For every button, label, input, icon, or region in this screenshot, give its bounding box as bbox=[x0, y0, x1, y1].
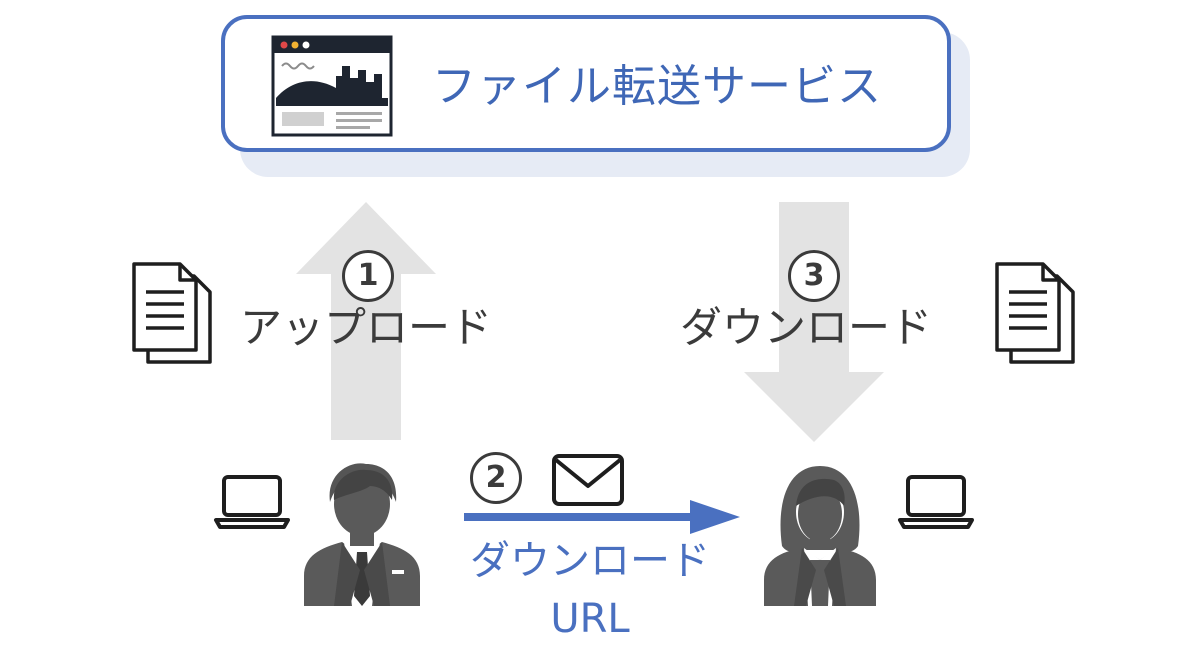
download-url-label-url: URL bbox=[550, 596, 630, 642]
laptop-icon bbox=[898, 475, 974, 529]
upload-arrow bbox=[296, 202, 436, 440]
service-title: ファイル転送サービス bbox=[432, 61, 882, 112]
download-label: ダウンロード bbox=[680, 303, 933, 352]
step-number-2: 2 bbox=[470, 452, 522, 504]
upload-label: アップロード bbox=[240, 303, 493, 352]
download-url-label: ダウンロード bbox=[470, 538, 710, 584]
step-number-1: 1 bbox=[342, 250, 394, 302]
download-arrow bbox=[744, 202, 884, 442]
businesswoman-icon bbox=[764, 466, 876, 606]
businessman-icon bbox=[304, 463, 420, 606]
document-icon bbox=[995, 262, 1075, 364]
web-browser-icon bbox=[271, 35, 393, 137]
envelope-icon bbox=[552, 454, 624, 506]
step-number-3: 3 bbox=[788, 250, 840, 302]
document-icon bbox=[132, 262, 212, 364]
url-send-arrow bbox=[464, 500, 740, 534]
laptop-icon bbox=[214, 475, 290, 529]
